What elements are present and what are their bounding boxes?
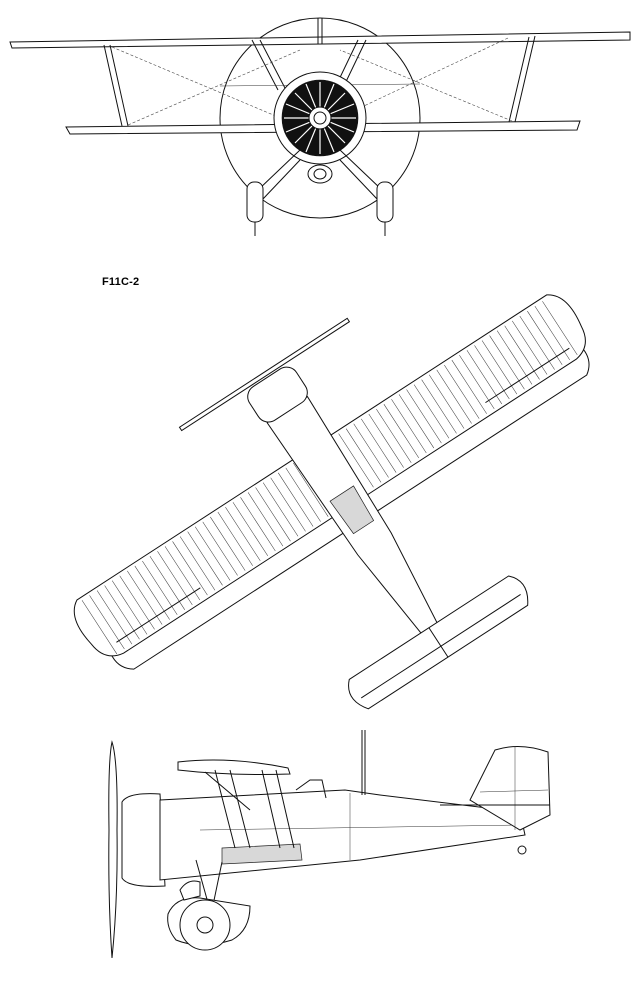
wing-rib bbox=[338, 433, 374, 488]
wing-rib bbox=[142, 560, 178, 615]
wing-rib bbox=[542, 301, 578, 356]
wing-rib bbox=[474, 345, 510, 400]
antenna-mast bbox=[361, 730, 366, 795]
cockpit bbox=[329, 485, 375, 535]
wing-rib bbox=[512, 320, 548, 375]
wing-rib bbox=[89, 595, 125, 650]
wing-rib bbox=[421, 379, 457, 434]
wing-rib bbox=[127, 570, 163, 625]
wing-rib bbox=[164, 546, 201, 601]
wing-rib bbox=[195, 526, 231, 581]
wing-rib bbox=[391, 399, 427, 454]
wing-rib bbox=[496, 330, 533, 385]
wing-rib bbox=[534, 306, 570, 360]
wing-rib bbox=[157, 551, 193, 606]
front-view bbox=[9, 17, 631, 236]
tail-wheel bbox=[517, 845, 527, 855]
propeller-hub bbox=[308, 106, 332, 130]
side-fin-rudder bbox=[469, 746, 551, 831]
wing-rib bbox=[81, 600, 118, 655]
wing-rib bbox=[481, 340, 518, 395]
wing-rib bbox=[96, 590, 133, 645]
wing-rib bbox=[104, 585, 140, 640]
wing-rib bbox=[489, 335, 525, 390]
wing-rib bbox=[285, 467, 321, 522]
wing-rib bbox=[383, 404, 419, 458]
wing-rib bbox=[466, 350, 503, 405]
side-view bbox=[108, 730, 551, 959]
wing-rib bbox=[202, 521, 238, 576]
front-upper-wing bbox=[9, 31, 631, 49]
wing-rib bbox=[406, 389, 442, 444]
wing-rib bbox=[345, 428, 382, 483]
aircraft-designation-label: F11C-2 bbox=[102, 276, 140, 288]
wing-rib bbox=[217, 511, 253, 566]
wing-rib bbox=[428, 374, 465, 429]
wing-rib bbox=[519, 315, 555, 370]
side-upper-wing bbox=[177, 759, 291, 775]
side-propeller bbox=[108, 740, 118, 959]
side-cabane-struts bbox=[204, 769, 295, 849]
wing-rib bbox=[262, 482, 299, 537]
wing-rib bbox=[398, 394, 435, 449]
wing-rib bbox=[278, 472, 314, 527]
wing-rib bbox=[187, 531, 223, 586]
propeller-disc bbox=[219, 17, 421, 219]
side-cowling bbox=[121, 793, 166, 887]
side-cockpit bbox=[295, 779, 327, 799]
wing-rib bbox=[459, 355, 495, 409]
wing-rib bbox=[504, 325, 540, 380]
wing-rib bbox=[436, 369, 472, 424]
wing-rib bbox=[361, 418, 397, 473]
wing-rib bbox=[134, 565, 170, 620]
wing-rib bbox=[255, 487, 291, 542]
wing-rib bbox=[172, 541, 208, 596]
oil-cooler bbox=[307, 164, 333, 184]
side-fuselage bbox=[159, 789, 526, 881]
wing-rib bbox=[179, 536, 216, 591]
wing-rib bbox=[353, 423, 389, 478]
wing-rib bbox=[451, 359, 487, 414]
wing-rib bbox=[240, 497, 276, 552]
front-interplane-struts bbox=[103, 35, 536, 127]
ailerons bbox=[116, 347, 570, 643]
wing-rib bbox=[247, 492, 284, 547]
wing-rib bbox=[444, 364, 480, 419]
wing-rib bbox=[527, 310, 563, 365]
wing-rib bbox=[413, 384, 450, 439]
top-propeller bbox=[178, 317, 351, 432]
top-engine-cowling bbox=[247, 366, 308, 423]
wing-rib bbox=[111, 580, 148, 635]
wing-rib bbox=[149, 556, 185, 610]
side-landing-gear bbox=[167, 859, 251, 951]
wing-rib bbox=[119, 575, 155, 630]
wing-rib bbox=[270, 477, 306, 532]
wing-rib bbox=[368, 413, 404, 468]
front-landing-gear bbox=[246, 149, 394, 236]
side-lower-wing bbox=[221, 843, 303, 865]
top-view bbox=[73, 294, 590, 710]
wing-rib bbox=[376, 408, 412, 463]
wing-rib bbox=[232, 502, 269, 557]
side-main-wheel bbox=[179, 899, 231, 951]
wing-rib bbox=[225, 506, 261, 561]
wing-rib bbox=[293, 462, 329, 517]
wing-rib bbox=[210, 516, 246, 571]
front-fin bbox=[317, 18, 323, 44]
